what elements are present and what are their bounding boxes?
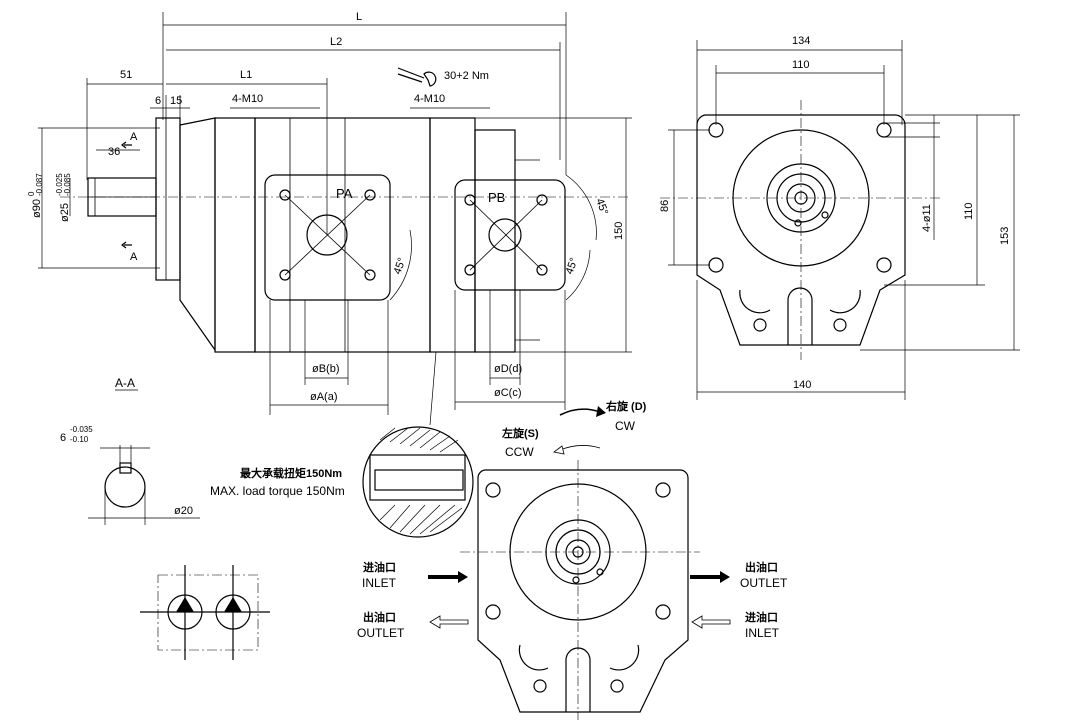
right-outlet-cn: 出油口 bbox=[745, 560, 778, 574]
left-inlet-cn: 进油口 bbox=[363, 560, 396, 574]
section-mark-a-top: A bbox=[130, 131, 138, 143]
side-view: L L2 L1 51 6 15 4-M10 4-M10 30+2 Nm bbox=[27, 11, 632, 426]
key-tol-upper: -0.035 bbox=[70, 425, 93, 434]
rotation-ccw-cn: 左旋(S) bbox=[501, 426, 539, 440]
dim-phi-c: øC(c) bbox=[494, 387, 522, 399]
port-labels: 进油口 INLET 出油口 OUTLET 出油口 OUTLET 进油口 INLE… bbox=[357, 560, 788, 640]
detail-view bbox=[362, 426, 474, 538]
port-label-pb: PB bbox=[488, 190, 505, 205]
dim-angle-pa: 45° bbox=[392, 256, 409, 276]
dim-140: 140 bbox=[793, 379, 811, 391]
dim-L: L bbox=[356, 11, 362, 23]
dim-angle-pb-bottom: 45° bbox=[564, 256, 581, 276]
dim-4-m10-b: 4-M10 bbox=[414, 93, 445, 105]
wrench-icon bbox=[397, 67, 437, 87]
dim-phi25-tol-upper: -0.025 bbox=[55, 173, 64, 196]
outlet-arrow-right-icon bbox=[690, 571, 730, 583]
right-outlet-en: OUTLET bbox=[740, 576, 788, 590]
dim-6: 6 bbox=[155, 95, 161, 107]
dim-L2: L2 bbox=[330, 36, 342, 48]
dim-L1: L1 bbox=[240, 69, 252, 81]
torque-note-cn: 最大承载扭矩150Nm bbox=[240, 466, 342, 480]
section-title: A-A bbox=[115, 376, 135, 390]
section-mark-a-bottom: A bbox=[130, 251, 138, 263]
rotation-indicator: 右旋 (D) CW 左旋(S) CCW bbox=[501, 399, 647, 459]
dim-36: 36 bbox=[108, 146, 120, 158]
torque-spec: 30+2 Nm bbox=[444, 70, 489, 82]
section-a-a: A-A 6 -0.035 -0.10 ø20 bbox=[60, 376, 200, 525]
rotation-cw-en: CW bbox=[615, 419, 636, 433]
dim-phi-a: øA(a) bbox=[310, 391, 338, 403]
outlet-arrow-icon bbox=[429, 615, 469, 629]
inlet-arrow-right-icon bbox=[691, 615, 731, 629]
left-outlet-en: OUTLET bbox=[357, 626, 405, 640]
dim-134: 134 bbox=[792, 35, 810, 47]
key-width: 6 bbox=[60, 432, 66, 444]
right-inlet-cn: 进油口 bbox=[745, 610, 778, 624]
dim-110-right: 110 bbox=[963, 202, 975, 220]
left-inlet-en: INLET bbox=[362, 576, 397, 590]
dim-150: 150 bbox=[613, 222, 625, 240]
dim-51: 51 bbox=[120, 69, 132, 81]
dim-phi90-tol-upper: 0 bbox=[27, 191, 36, 196]
rear-view bbox=[460, 460, 700, 720]
dim-15: 15 bbox=[170, 95, 182, 107]
rotation-cw-cn: 右旋 (D) bbox=[605, 399, 647, 413]
rotation-ccw-en: CCW bbox=[505, 445, 534, 459]
front-view: 134 110 86 4-ø11 110 bbox=[659, 35, 1020, 400]
dim-phi90-tol-lower: -0.087 bbox=[35, 173, 44, 196]
port-label-pa: PA bbox=[336, 186, 353, 201]
dim-phi25-tol-lower: -0.085 bbox=[63, 173, 72, 196]
right-inlet-en: INLET bbox=[745, 626, 780, 640]
dim-4-holes: 4-ø11 bbox=[921, 204, 933, 232]
dim-angle-pb-top: 45° bbox=[593, 197, 610, 217]
dim-phi-b: øB(b) bbox=[312, 363, 340, 375]
dim-86: 86 bbox=[659, 200, 671, 212]
pump-symbol-icon bbox=[176, 597, 194, 612]
hydraulic-symbol bbox=[140, 565, 270, 660]
left-outlet-cn: 出油口 bbox=[363, 610, 396, 624]
dim-phi25: ø25 bbox=[59, 203, 71, 222]
dim-153: 153 bbox=[999, 227, 1011, 245]
dim-4-m10-a: 4-M10 bbox=[232, 93, 263, 105]
section-diameter: ø20 bbox=[174, 505, 193, 517]
key-tol-lower: -0.10 bbox=[70, 435, 89, 444]
dim-phi90: ø90 bbox=[31, 199, 43, 218]
dim-phi-d: øD(d) bbox=[494, 363, 522, 375]
pump-symbol-icon bbox=[224, 597, 242, 612]
inlet-arrow-icon bbox=[428, 571, 468, 583]
cw-arrow-icon bbox=[596, 406, 606, 417]
dim-110-top: 110 bbox=[792, 59, 810, 71]
ccw-arrow-icon bbox=[553, 445, 565, 455]
torque-note-en: MAX. load torque 150Nm bbox=[210, 484, 345, 498]
